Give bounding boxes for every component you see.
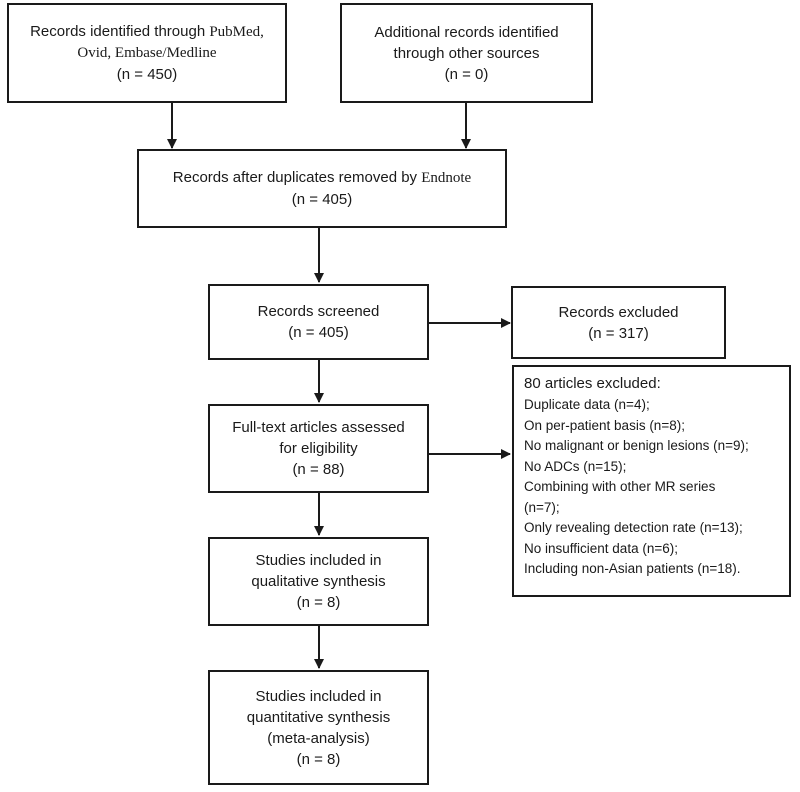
quantitative-synthesis-box: Studies included in quantitative synthes… xyxy=(208,670,429,785)
records-identified-count: (n = 450) xyxy=(116,66,178,83)
additional-records-box: Additional records identified through ot… xyxy=(340,3,593,103)
quantitative-synthesis-label: quantitative synthesis xyxy=(246,708,391,726)
articles-excluded-title: 80 articles excluded: xyxy=(524,375,661,392)
duplicates-removed-tool: Endnote xyxy=(421,170,472,186)
fulltext-assessed-eligibility: for eligibility xyxy=(279,440,358,457)
exclusion-reason: On per-patient basis (n=8); xyxy=(524,417,685,433)
records-screened-box: Records screened (n = 405) xyxy=(208,284,429,360)
additional-records-text: Additional records identified xyxy=(374,23,559,41)
duplicates-removed-box: Records after duplicates removed by Endn… xyxy=(137,149,507,228)
qualitative-synthesis-count: (n = 8) xyxy=(296,594,341,611)
exclusion-reason: Including non-Asian patients (n=18). xyxy=(524,561,741,576)
exclusion-reason: Only revealing detection rate (n=13); xyxy=(524,520,743,535)
qualitative-synthesis-label: qualitative synthesis xyxy=(251,573,386,590)
records-excluded-text: Records excluded xyxy=(558,303,679,321)
records-identified-sources: Ovid, Embase/Medline xyxy=(77,45,217,61)
records-excluded-box: Records excluded (n = 317) xyxy=(511,286,726,359)
records-screened-text: Records screened xyxy=(257,303,380,320)
additional-records-count: (n = 0) xyxy=(444,65,489,83)
duplicates-removed-text: Records after duplicates removed by xyxy=(172,169,422,186)
records-excluded-count: (n = 317) xyxy=(588,324,649,342)
fulltext-assessed-count: (n = 88) xyxy=(292,461,345,478)
fulltext-assessed-text: Full-text articles assessed xyxy=(232,419,405,436)
fulltext-assessed-box: Full-text articles assessed for eligibil… xyxy=(208,404,429,493)
records-screened-count: (n = 405) xyxy=(288,324,349,341)
duplicates-removed-count: (n = 405) xyxy=(291,191,353,208)
exclusion-reason: No malignant or benign lesions (n=9); xyxy=(524,438,749,453)
quantitative-synthesis-meta: (meta-analysis) xyxy=(267,729,370,747)
quantitative-synthesis-count: (n = 8) xyxy=(296,750,341,768)
records-identified-source-pubmed: PubMed, xyxy=(209,24,264,40)
records-identified-text: Records identified through xyxy=(30,23,210,40)
exclusion-reason: No ADCs (n=15); xyxy=(524,458,627,474)
exclusion-reason: (n=7); xyxy=(524,499,560,515)
articles-excluded-box: 80 articles excluded: Duplicate data (n=… xyxy=(512,365,791,597)
exclusion-reason: No insufficient data (n=6); xyxy=(524,540,678,556)
additional-records-sources: through other sources xyxy=(393,44,540,62)
qualitative-synthesis-box: Studies included in qualitative synthesi… xyxy=(208,537,429,626)
quantitative-synthesis-text: Studies included in xyxy=(255,687,382,705)
exclusion-reason: Combining with other MR series xyxy=(524,479,716,494)
qualitative-synthesis-text: Studies included in xyxy=(255,552,382,569)
exclusion-reason: Duplicate data (n=4); xyxy=(524,397,650,412)
records-identified-box: Records identified through PubMed, Ovid,… xyxy=(7,3,287,103)
